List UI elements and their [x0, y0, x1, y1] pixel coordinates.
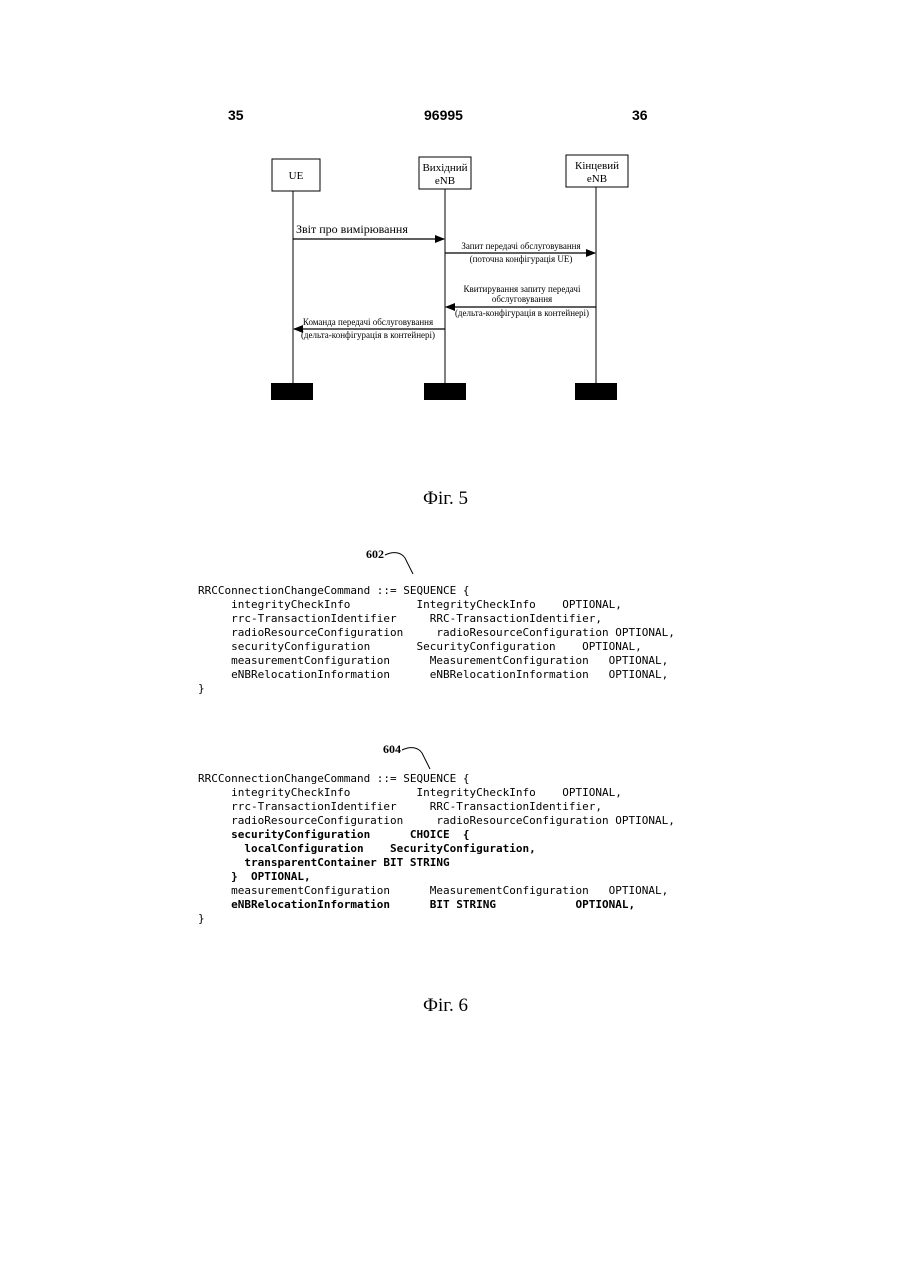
- message-handover-ack-line1: Квитирування запиту передачі: [464, 284, 581, 294]
- ue-label: UE: [289, 170, 304, 182]
- source-enb-terminator: [424, 383, 466, 400]
- code-602-line: eNBRelocationInformation eNBRelocationIn…: [198, 668, 675, 682]
- message-handover-command-line1: Команда передачі обслуговування: [303, 317, 433, 327]
- code-604-line: rrc-TransactionIdentifier RRC-Transactio…: [198, 800, 675, 814]
- code-602-line: radioResourceConfiguration radioResource…: [198, 626, 675, 640]
- code-602-line: RRCConnectionChangeCommand ::= SEQUENCE …: [198, 584, 675, 598]
- code-604-line: measurementConfiguration MeasurementConf…: [198, 884, 675, 898]
- code-block-604: RRCConnectionChangeCommand ::= SEQUENCE …: [198, 772, 675, 926]
- sequence-diagram: UE Вихідний eNB Кінцевий eNB Звіт про ви…: [0, 0, 901, 520]
- message-handover-ack-line2: обслуговування: [492, 294, 552, 304]
- code-602-line: rrc-TransactionIdentifier RRC-Transactio…: [198, 612, 675, 626]
- figure-5-caption: Фіг. 5: [423, 488, 468, 510]
- code-602-line: integrityCheckInfo IntegrityCheckInfo OP…: [198, 598, 675, 612]
- code-604-line: integrityCheckInfo IntegrityCheckInfo OP…: [198, 786, 675, 800]
- code-604-line-bold: transparentContainer BIT STRING: [198, 856, 675, 870]
- ue-terminator: [271, 383, 313, 400]
- code-604-line: }: [198, 912, 675, 926]
- message-handover-request-line1: Запит передачі обслуговування: [461, 241, 580, 251]
- target-enb-label-line1: Кінцевий: [575, 160, 619, 172]
- code-604-line-bold: securityConfiguration CHOICE {: [198, 828, 675, 842]
- code-602-line: securityConfiguration SecurityConfigurat…: [198, 640, 675, 654]
- source-enb-label-line1: Вихідний: [422, 162, 467, 174]
- message-handover-request-line2: (поточна конфігурація UE): [470, 254, 573, 264]
- source-enb-label-line2: eNB: [435, 175, 455, 187]
- code-604-line-bold: localConfiguration SecurityConfiguration…: [198, 842, 675, 856]
- code-602-line: }: [198, 682, 675, 696]
- message-handover-ack-line3: (дельта-конфігурація в контейнері): [455, 308, 589, 318]
- code-604-line-bold: } OPTIONAL,: [198, 870, 675, 884]
- message-measurement-report: Звіт про вимірювання: [296, 222, 408, 236]
- reference-604-leader: [400, 745, 436, 775]
- figure-6-caption: Фіг. 6: [423, 995, 468, 1017]
- target-enb-terminator: [575, 383, 617, 400]
- target-enb-label-line2: eNB: [587, 173, 607, 185]
- reference-604: 604: [383, 742, 401, 757]
- code-602-line: measurementConfiguration MeasurementConf…: [198, 654, 675, 668]
- reference-602-leader: [383, 550, 419, 580]
- code-604-line-bold: eNBRelocationInformation BIT STRING OPTI…: [198, 898, 675, 912]
- message-handover-command-line2: (дельта-конфігурація в контейнері): [301, 330, 435, 340]
- code-604-line: radioResourceConfiguration radioResource…: [198, 814, 675, 828]
- code-604-line: RRCConnectionChangeCommand ::= SEQUENCE …: [198, 772, 675, 786]
- reference-602: 602: [366, 547, 384, 562]
- code-block-602: RRCConnectionChangeCommand ::= SEQUENCE …: [198, 584, 675, 696]
